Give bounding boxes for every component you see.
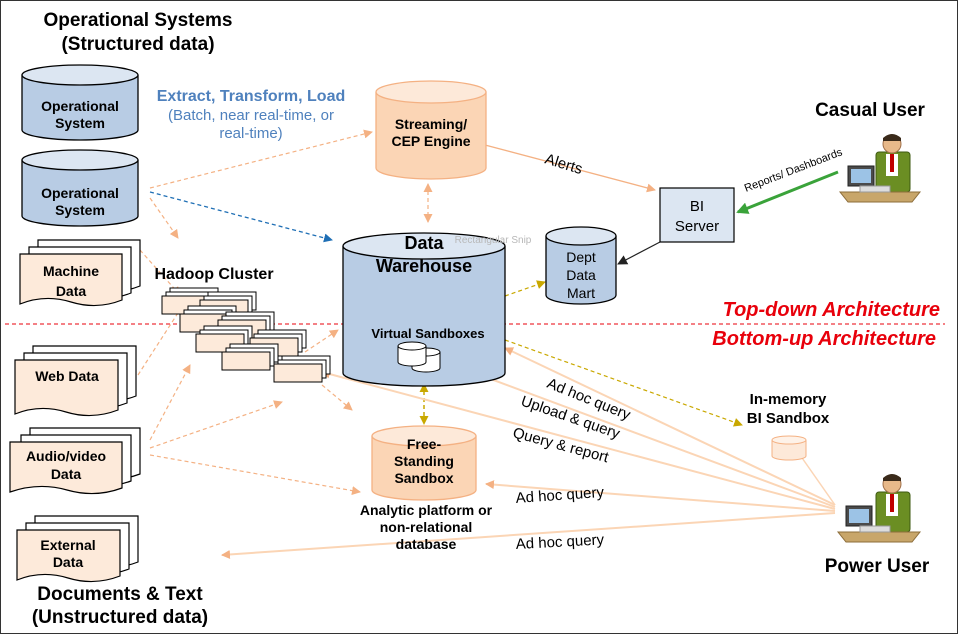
machine-data-line1: Machine [43,263,99,279]
audio-video-line1: Audio/video [26,448,106,464]
hadoop-to-sandbox-arrow [321,384,353,411]
power-user-label: Power User [825,556,930,577]
etl-title: Extract, Transform, Load [157,88,346,105]
analytic-platform-line3: database [396,536,457,552]
web-data-line1: Web Data [35,368,99,384]
warehouse-to-mart-arrow [504,280,546,297]
power-upload-query-line [444,360,836,508]
hadoop-node-7 [221,343,279,371]
audio-to-hadoop-arrow [149,364,191,441]
audio-to-hadoop-arrow-2 [149,400,283,449]
hadoop-cluster [161,287,331,383]
in-memory-line1: In-memory [750,391,827,408]
alerts-label: Alerts [543,151,585,178]
free-standing-line2: Standing [394,453,454,469]
bi-server-line2: Server [675,218,719,235]
warehouse-line2: Warehouse [376,256,472,276]
etl-to-streaming-arrow [149,129,373,189]
op-system-1-line2: System [55,115,105,131]
top-down-architecture-label: Top-down Architecture [723,299,940,321]
dept-mart-line3: Mart [567,285,595,301]
operational-heading-line2: (Structured data) [61,34,214,55]
audio-video-line2: Data [51,466,82,482]
web-data-document: Web Data [14,345,137,417]
machine-data-document: Machine Data [19,239,141,307]
streaming-cep-cylinder: Streaming/ CEP Engine [375,80,487,180]
in-memory-sandbox-cylinder [771,435,807,461]
op-system-2-line2: System [55,202,105,218]
virtual-sandboxes-label: Virtual Sandboxes [371,326,484,341]
ad-hoc-query-label-2: Ad hoc query [515,484,605,507]
in-memory-line2: BI Sandbox [747,410,830,427]
free-standing-line1: Free- [407,436,442,452]
dept-data-mart-cylinder: Dept Data Mart [545,226,617,305]
casual-user-label: Casual User [815,100,925,121]
bi-to-mart-arrow [617,241,661,265]
etl-subtitle-1: (Batch, near real-time, or [168,107,334,124]
power-adhoc-query-line [504,347,836,506]
ad-hoc-query-label-3: Ad hoc query [515,531,605,553]
free-standing-line3: Sandbox [394,470,453,486]
analytic-platform-line2: non-relational [380,519,473,535]
bottom-up-architecture-label: Bottom-up Architecture [712,328,936,350]
etl-to-warehouse-arrow [149,191,333,243]
power-user-figure-icon [836,474,922,543]
operational-heading-line1: Operational Systems [43,10,232,31]
power-external-query-line [221,512,836,559]
power-sandbox-query-line [485,480,836,512]
op-system-1-line1: Operational [41,98,119,114]
reports-dashboards-label: Reports/ Dashboards [743,146,845,195]
casual-user-figure-icon [838,134,922,203]
external-data-document: External Data [16,515,139,583]
documents-heading-line1: Documents & Text [37,584,203,605]
audio-video-data-document: Audio/video Data [9,427,141,495]
operational-system-cylinder-1: Operational System [21,64,139,141]
hadoop-cluster-label: Hadoop Cluster [154,266,273,283]
reports-dashboards-arrow [736,170,839,214]
external-data-line2: Data [53,554,84,570]
hadoop-node-8 [273,355,331,383]
machine-data-line2: Data [56,283,87,299]
data-warehouse-cylinder: Data Warehouse Virtual Sandboxes [342,232,506,387]
streaming-line2: CEP Engine [391,133,470,149]
free-standing-sandbox-cylinder: Free- Standing Sandbox [371,425,477,501]
operational-system-cylinder-2: Operational System [21,149,139,227]
bi-server-box: BI Server [659,187,735,243]
virtual-sandbox-icon [397,341,441,373]
etl-subtitle-2: real-time) [219,125,282,142]
alerts-arrow [484,144,656,193]
dept-mart-line2: Data [566,267,596,283]
analytic-platform-line1: Analytic platform or [360,502,493,518]
external-data-line1: External [40,537,95,553]
op-system-2-line1: Operational [41,185,119,201]
streaming-line1: Streaming/ [395,116,467,132]
power-inmemory-line [799,454,836,506]
etl-to-hadoop-arrow [149,197,179,239]
hadoop-to-warehouse-arrow [304,329,339,353]
bi-server-line1: BI [690,198,704,215]
documents-heading-line2: (Unstructured data) [32,607,208,628]
warehouse-line1: Data [404,233,444,253]
audio-to-sandbox-arrow [149,454,361,496]
dept-mart-line1: Dept [566,249,596,265]
rectangular-snip-watermark: Rectangular Snip [455,235,532,246]
power-query-report-line [321,369,836,510]
